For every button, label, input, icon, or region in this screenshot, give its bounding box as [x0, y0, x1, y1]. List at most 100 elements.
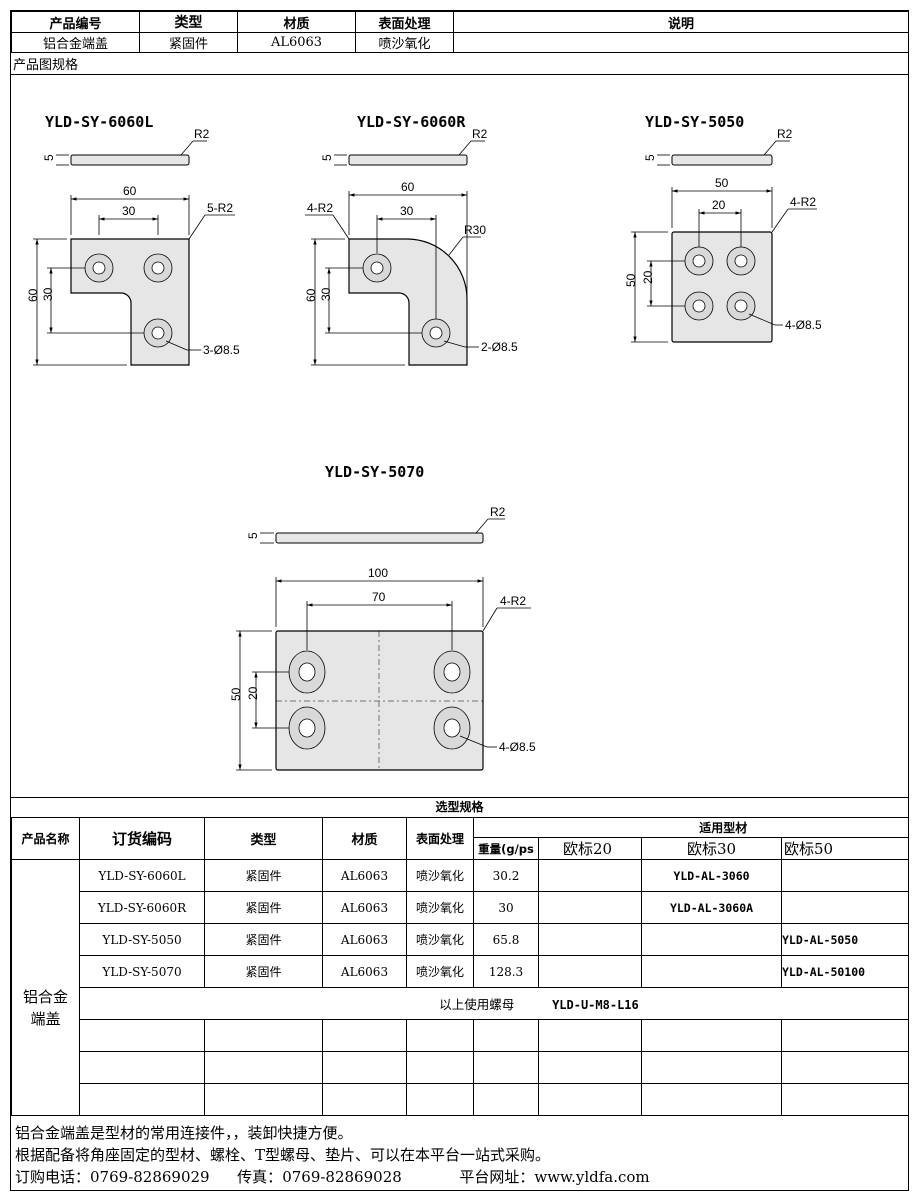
- site-url[interactable]: www.yldfa.com: [534, 1168, 650, 1186]
- col-eu50: 欧标50: [781, 837, 909, 860]
- site-label: 平台网址：: [459, 1168, 535, 1186]
- row3-eu20: [538, 923, 642, 956]
- header-val-surface: 喷沙氧化: [355, 32, 454, 53]
- phone-number: 0769-82869029: [90, 1168, 210, 1186]
- row1-eu20: [538, 859, 642, 892]
- row3-material: AL6063: [322, 923, 407, 956]
- d4-t-label: 5: [246, 532, 260, 539]
- row3-code: YLD-SY-5050: [79, 923, 205, 956]
- row1-eu50: [781, 859, 909, 892]
- nut-code: YLD-U-M8-L16: [552, 998, 639, 1012]
- row3-eu30: [641, 923, 782, 956]
- row2-eu50: [781, 891, 909, 924]
- d1-holes: [84, 253, 173, 348]
- d1-r-label: R2: [194, 127, 210, 141]
- d4-h2-label: 20: [246, 686, 260, 700]
- row4-eu50: YLD-AL-50100: [781, 955, 909, 988]
- row3-surface: 喷沙氧化: [406, 923, 474, 956]
- col-order-code: 订货编码: [79, 817, 205, 860]
- d3-r-label: R2: [777, 127, 793, 141]
- row4-eu30: [641, 955, 782, 988]
- section-label: 产品图规格: [11, 57, 908, 75]
- fax-number: 0769-82869028: [282, 1168, 402, 1186]
- d4-w-label: 100: [368, 566, 388, 580]
- d4-top-view: [275, 630, 484, 771]
- d3-side-view: [671, 154, 773, 166]
- col-material: 材质: [322, 817, 407, 860]
- header-table: 产品编号 类型 材质 表面处理 说明 铝合金端盖 紧固件 AL6063 喷沙氧化: [11, 11, 909, 53]
- row1-type: 紧固件: [204, 859, 323, 892]
- row4-surface: 喷沙氧化: [406, 955, 474, 988]
- col-eu20: 欧标20: [538, 837, 642, 860]
- nut-note-row: 以上使用螺母 YLD-U-M8-L16: [79, 987, 909, 1020]
- empty-row: [12, 1083, 909, 1116]
- col-weight: 重量(g/ps: [473, 837, 539, 860]
- product-name-cell: 铝合金端盖: [11, 859, 80, 1116]
- d2-r-label: R2: [472, 127, 488, 141]
- d2-corner-label: 4-R2: [307, 201, 333, 215]
- d3-title: YLD-SY-5050: [645, 113, 744, 131]
- notes: 铝合金端盖是型材的常用连接件，，装卸快捷方便。 根据配备将角座固定的型材、螺栓、…: [15, 1122, 650, 1188]
- d2-w-label: 60: [401, 180, 415, 194]
- row2-surface: 喷沙氧化: [406, 891, 474, 924]
- row2-code: YLD-SY-6060R: [79, 891, 205, 924]
- d1-w2-label: 30: [122, 204, 136, 218]
- d2-h2-label: 30: [319, 287, 333, 301]
- d3-holes-label: 4-Ø8.5: [785, 318, 822, 332]
- d2-holes-label: 2-Ø8.5: [481, 340, 518, 354]
- empty-row: [12, 1019, 909, 1052]
- d4-corner-label: 4-R2: [500, 594, 526, 608]
- d1-side-view: [70, 154, 190, 166]
- row2-eu20: [538, 891, 642, 924]
- col-surface: 表面处理: [406, 817, 474, 860]
- nut-note-label: 以上使用螺母: [439, 997, 515, 1012]
- d3-h2-label: 20: [641, 270, 655, 284]
- header-col-material: 材质: [237, 11, 356, 33]
- row3-weight: 65.8: [473, 923, 539, 956]
- header-val-material: AL6063: [237, 32, 356, 53]
- col-product-name: 产品名称: [11, 817, 80, 860]
- d4-r-label: R2: [490, 505, 506, 519]
- d1-w-label: 60: [123, 184, 137, 198]
- d1-t-label: 5: [42, 154, 56, 161]
- d1-top-view: [70, 238, 190, 366]
- row3-type: 紧固件: [204, 923, 323, 956]
- row3-eu50: YLD-AL-5050: [781, 923, 909, 956]
- row1-surface: 喷沙氧化: [406, 859, 474, 892]
- d3-w2-label: 20: [712, 198, 726, 212]
- d2-w2-label: 30: [400, 204, 414, 218]
- note-line-2: 根据配备将角座固定的型材、螺栓、T型螺母、垫片、可以在本平台一站式采购。: [15, 1146, 551, 1164]
- row4-type: 紧固件: [204, 955, 323, 988]
- header-val-code: 铝合金端盖: [11, 32, 140, 53]
- d4-holes-label: 4-Ø8.5: [499, 740, 536, 754]
- d2-title: YLD-SY-6060R: [357, 113, 466, 131]
- header-col-code: 产品编号: [11, 11, 140, 33]
- col-applicable: 适用型材: [538, 817, 909, 838]
- d2-t-label: 5: [320, 154, 334, 161]
- row1-weight: 30.2: [473, 859, 539, 892]
- product-name-text: 铝合金端盖: [22, 987, 68, 1028]
- d4-title: YLD-SY-5070: [325, 463, 424, 481]
- header-col-surface: 表面处理: [355, 11, 454, 33]
- selection-title: 选型规格: [11, 797, 908, 818]
- header-val-desc: [453, 32, 909, 53]
- row1-eu30: YLD-AL-3060: [641, 859, 782, 892]
- row2-weight: 30: [473, 891, 539, 924]
- row2-eu30: YLD-AL-3060A: [641, 891, 782, 924]
- row4-weight: 128.3: [473, 955, 539, 988]
- d2-side-view: [348, 154, 468, 166]
- header-col-desc: 说明: [453, 11, 909, 33]
- d1-title: YLD-SY-6060L: [45, 113, 153, 131]
- d3-corner-label: 4-R2: [790, 195, 816, 209]
- d1-holes-label: 3-Ø8.5: [203, 343, 240, 357]
- header-col-type: 类型: [139, 11, 238, 33]
- d1-h-label: 60: [26, 288, 40, 302]
- technical-drawings: YLD-SY-6060L R2 5 60 30: [26, 113, 822, 771]
- row4-material: AL6063: [322, 955, 407, 988]
- row4-code: YLD-SY-5070: [79, 955, 205, 988]
- col-type: 类型: [204, 817, 323, 860]
- d2-h-label: 60: [304, 288, 318, 302]
- fax-label: 传真：: [237, 1168, 283, 1186]
- d4-side-view: [275, 532, 484, 544]
- d3-w-label: 50: [715, 176, 729, 190]
